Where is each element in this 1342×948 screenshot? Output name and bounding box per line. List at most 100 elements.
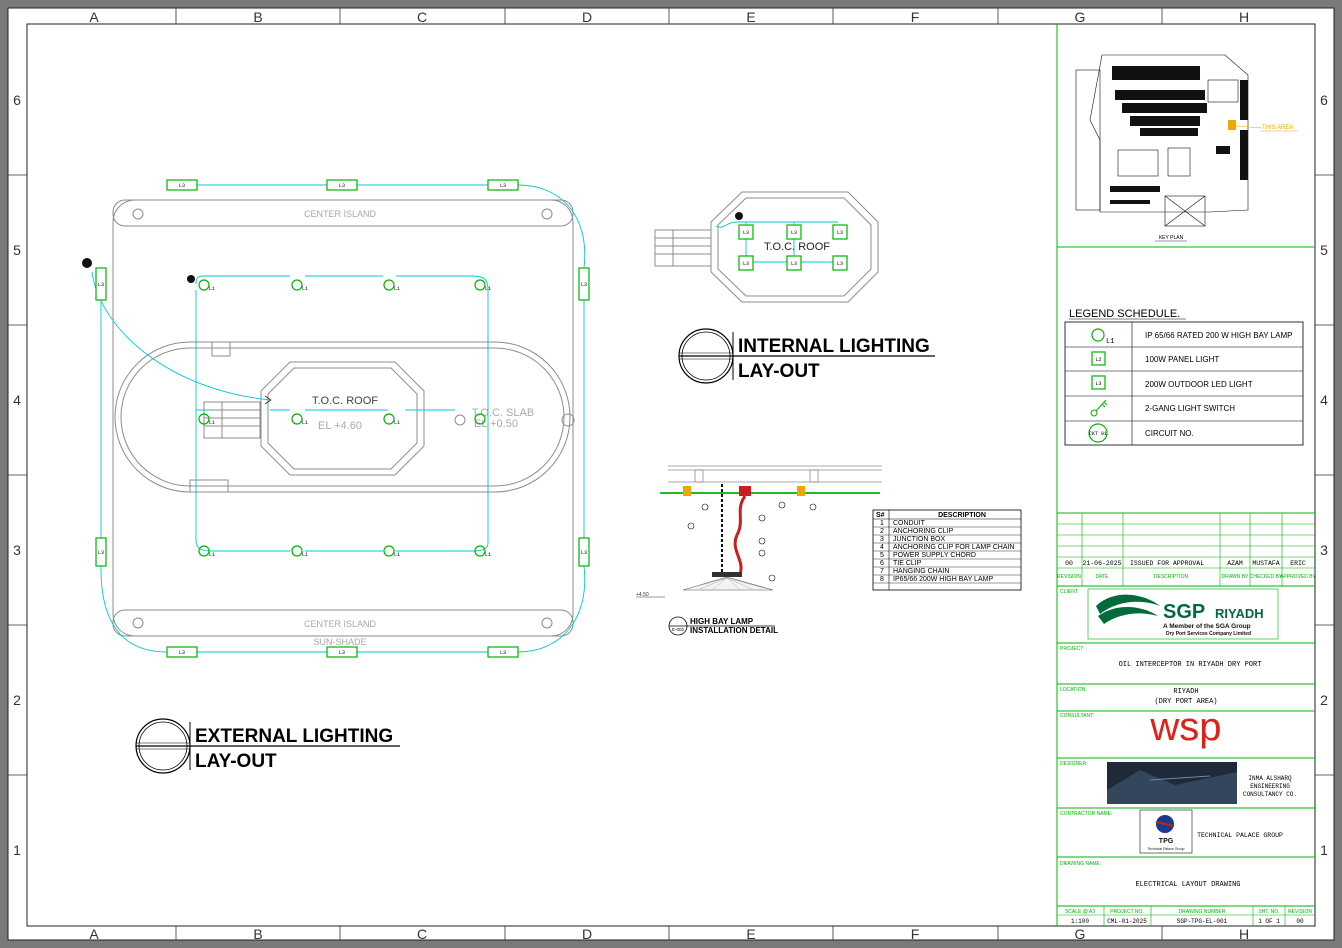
designer-name: CONSULTANCY CO. [1243, 791, 1297, 798]
fixture-tag: L1 [394, 420, 400, 426]
external-title-line2: LAY-OUT [195, 751, 277, 772]
table-cell: 6 [880, 560, 884, 567]
svg-text:L3: L3 [339, 650, 345, 656]
location-line2: (DRY PORT AREA) [1154, 698, 1217, 706]
revision-header: DESCRIPTION [1154, 574, 1189, 580]
external-lighting-plan: CENTER ISLAND CENTER ISLAND SUN-SHADE T.… [82, 179, 590, 774]
l3-outdoor-light: L3 [326, 646, 358, 658]
table-cell: 3 [880, 536, 884, 543]
l1-high-bay-lamp [198, 545, 210, 557]
grid-row-label: 3 [1320, 542, 1328, 558]
table-cell: ANCHORING CLIP [893, 528, 954, 535]
revision-table: 00 21-06-2025 ISSUED FOR APPROVAL AZAM M… [1057, 513, 1317, 586]
fixture-tag: L3 [743, 230, 749, 236]
grid-col-label: C [417, 9, 427, 25]
revision-description: ISSUED FOR APPROVAL [1130, 560, 1204, 567]
checked-by: MUSTAFA [1252, 560, 1279, 567]
table-cell: CONDUIT [893, 520, 926, 527]
key-plan-label: KEY PLAN [1159, 235, 1184, 241]
grid-row-label: 1 [13, 842, 21, 858]
l3-light [786, 224, 802, 240]
toc-roof-label: T.O.C. ROOF [312, 395, 378, 407]
grid-row-label: 2 [13, 692, 21, 708]
grid-col-label: D [582, 9, 592, 25]
l3-outdoor-light: L3 [326, 179, 358, 191]
sheet-number: 1 OF 1 [1258, 918, 1280, 925]
l1-high-bay-lamp [474, 279, 486, 291]
project-number: CML-01-2025 [1107, 918, 1147, 925]
l1-high-bay-lamp [383, 545, 395, 557]
svg-text:Technical Palace Group: Technical Palace Group [1148, 847, 1185, 851]
table-cell: 4 [880, 544, 884, 551]
l3-symbol-icon [1091, 375, 1106, 390]
l3-light [832, 224, 848, 240]
fixture-tag: L1 [209, 286, 215, 292]
grid-row-label: 3 [13, 542, 21, 558]
detail-ref: E-002 [672, 627, 685, 632]
center-island-label: CENTER ISLAND [304, 209, 377, 219]
l3-outdoor-light: L3 [578, 267, 590, 301]
location-label: LOCATION: [1060, 687, 1087, 693]
internal-title-line1: INTERNAL LIGHTING [738, 336, 930, 357]
fixture-tag: L3 [837, 230, 843, 236]
fixture-tag: L1 [302, 552, 308, 558]
client-logo: SGP RIYADH A Member of the SGA Group Dry… [1087, 588, 1279, 640]
drawn-by: AZAM [1227, 560, 1243, 567]
legend-symbol: L2 [1095, 357, 1101, 363]
legend-title: LEGEND SCHEDULE. [1069, 308, 1180, 320]
svg-text:TPG: TPG [1159, 838, 1174, 845]
project-label: PROJECT: [1060, 646, 1084, 652]
info-header: SHT. NO. [1258, 909, 1279, 915]
client-tagline: A Member of the SGA Group [1163, 623, 1251, 630]
high-bay-lamp-detail: +4.50 E-002 HIGH BAY LAMP INSTALLATION D… [636, 465, 1022, 636]
center-island-top [112, 199, 574, 227]
contractor-name: TECHNICAL PALACE GROUP [1197, 832, 1283, 839]
l3-outdoor-light: L3 [95, 267, 107, 301]
external-lighting-title: EXTERNAL LIGHTING LAY-OUT [135, 718, 400, 774]
table-cell: ANCHORING CLIP FOR LAMP CHAIN [893, 544, 1015, 551]
table-header: S# [876, 512, 885, 519]
internal-lighting-title: INTERNAL LIGHTING LAY-OUT [678, 328, 935, 384]
l2-symbol-icon [1091, 351, 1106, 366]
toc-roof-outline [260, 361, 425, 476]
key-plan: THIS AREA KEY PLAN [1075, 54, 1298, 242]
l3-light [738, 255, 754, 271]
table-cell: POWER SUPPLY CHORD [893, 552, 976, 559]
svg-text:L3: L3 [500, 183, 506, 189]
grid-row-label: 5 [1320, 242, 1328, 258]
client-tagline: Dry Port Services Company Limited [1166, 631, 1251, 637]
grid-col-label: B [253, 9, 262, 25]
l3-outdoor-light: L3 [95, 537, 107, 567]
l3-outdoor-light: L3 [166, 646, 198, 658]
revision-header: CHECKED BY [1250, 574, 1283, 580]
forecourt-outline [114, 341, 571, 493]
designer-name: INMA ALSHARQ [1248, 775, 1292, 782]
legend-desc: 2-GANG LIGHT SWITCH [1145, 404, 1235, 413]
fixture-tag: L3 [743, 261, 749, 267]
table-cell: JUNCTION BOX [893, 536, 945, 543]
l3-outdoor-light: L3 [166, 179, 198, 191]
grid-col-label: C [417, 926, 427, 942]
designer-logo [1107, 762, 1237, 804]
client-name-sgp: SGP [1163, 601, 1205, 623]
table-cell: TIE CLIP [893, 560, 922, 567]
grid-row-label: 6 [1320, 92, 1328, 108]
revision-header: DRAWN BY [1222, 574, 1249, 580]
info-header: REVISION [1288, 909, 1312, 915]
fixture-tag: L1 [485, 286, 491, 292]
l3-outdoor-light: L3 [487, 179, 519, 191]
external-title-line1: EXTERNAL LIGHTING [195, 726, 393, 747]
grid-row-label: 4 [13, 392, 21, 408]
legend-desc: CIRCUIT NO. [1145, 429, 1194, 438]
table-header: DESCRIPTION [938, 512, 986, 519]
this-area-marker [1228, 120, 1236, 130]
power-supply-chord [733, 495, 747, 575]
consultant-logo: wsp [1149, 705, 1221, 749]
scale-value: 1:100 [1071, 918, 1089, 925]
fixture-tag: L1 [302, 286, 308, 292]
l1-symbol-icon [1091, 328, 1105, 342]
table-cell: 2 [880, 528, 884, 535]
grid-col-label: G [1075, 9, 1086, 25]
l1-high-bay-lamp [383, 279, 395, 291]
